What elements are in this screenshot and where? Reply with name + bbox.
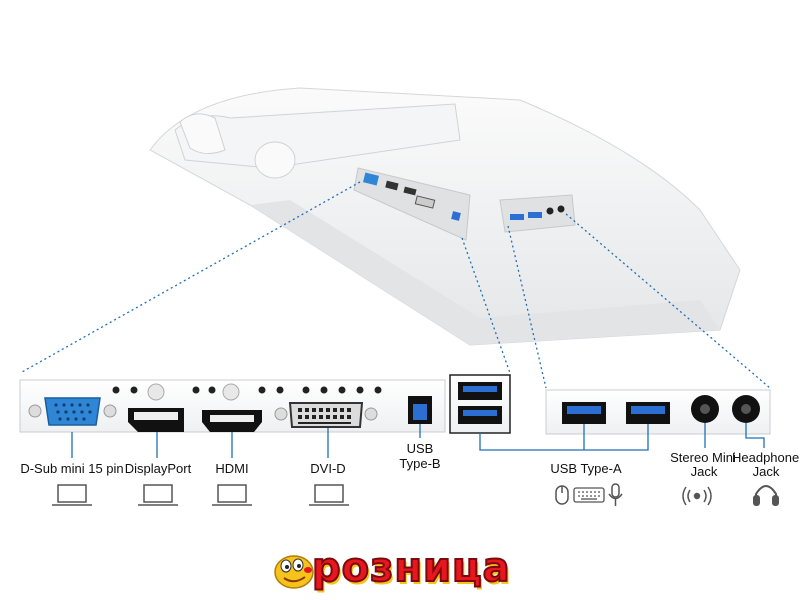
logo-mascot <box>274 555 314 589</box>
laptop-icon <box>52 484 92 506</box>
callout-lines <box>21 181 771 389</box>
keyboard-icon <box>573 487 605 503</box>
usb-a-ports-side <box>458 382 502 424</box>
hdmi-label: HDMI <box>215 461 249 476</box>
audio-jacks <box>691 395 760 423</box>
stereo-jack-label-line1: Stereo Mini <box>670 450 736 465</box>
leader-lines <box>71 423 765 458</box>
usb-b-port <box>408 396 432 424</box>
dsub-label: D-Sub mini 15 pin <box>20 461 124 476</box>
panel-screws <box>147 383 240 401</box>
displayport-port <box>128 408 184 432</box>
logo-text: розница <box>311 545 511 591</box>
dvi-port <box>274 402 378 428</box>
laptop-icon <box>309 484 349 506</box>
monitor-illustration <box>149 87 741 346</box>
headphone-jack-label-line2: Jack <box>752 464 780 479</box>
laptop-icon <box>138 484 178 506</box>
microphone-icon <box>608 483 623 506</box>
panel-holes <box>112 386 382 394</box>
usb-a-ports-right <box>562 402 670 424</box>
dsub-port <box>28 397 117 426</box>
dvi-label: DVI-D <box>310 461 346 476</box>
displayport-label: DisplayPort <box>124 461 192 476</box>
usb-b-label-line2: Type-B <box>399 456 441 471</box>
headphone-jack-label-line1: Headphone <box>732 450 800 465</box>
laptop-icon <box>212 484 252 506</box>
stereo-jack-label-line2: Jack <box>690 464 718 479</box>
headphones-icon <box>753 485 779 506</box>
usb-b-label-line1: USB <box>406 441 434 456</box>
mouse-icon <box>555 485 569 505</box>
speaker-icon <box>682 486 712 506</box>
hdmi-port <box>202 410 262 432</box>
usb-a-label: USB Type-A <box>550 461 622 476</box>
